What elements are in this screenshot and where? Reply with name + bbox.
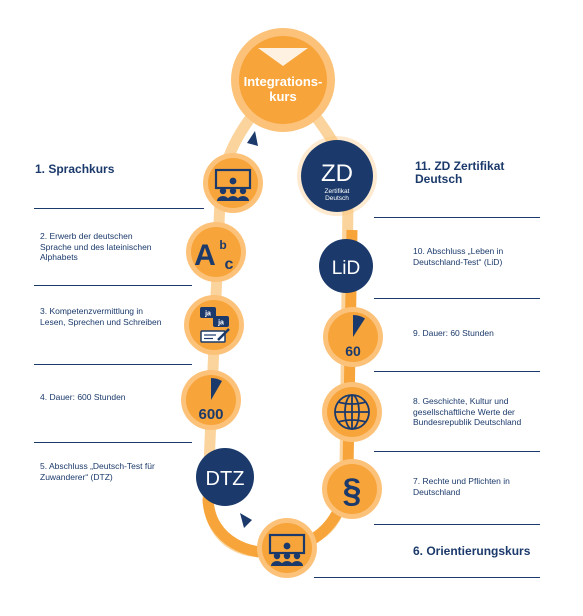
speech-bubbles-icon: ja ja: [200, 307, 230, 343]
separator: [34, 208, 204, 209]
step-label-4: 4. Dauer: 600 Stunden: [40, 392, 126, 402]
arrow-up-icon: [247, 131, 258, 146]
node-sprachkurs: [203, 153, 263, 213]
svg-text:ja: ja: [204, 311, 211, 318]
svg-text:Zertifikat: Zertifikat: [325, 188, 350, 195]
node-alphabet: A b c: [186, 222, 246, 282]
svg-text:600: 600: [198, 406, 223, 423]
classroom-icon: [214, 168, 252, 201]
arrow-down-icon: [240, 513, 252, 528]
svg-text:ja: ja: [217, 320, 224, 327]
step-label-9: 9. Dauer: 60 Stunden: [413, 328, 494, 338]
clock-pie-icon: 60: [345, 314, 365, 359]
svg-text:A: A: [194, 239, 216, 272]
svg-text:Deutsch: Deutsch: [325, 195, 349, 202]
node-dtz: DTZ: [196, 448, 254, 506]
step-label-5: 5. Abschluss „Deutsch-Test für Zuwandere…: [40, 461, 155, 482]
separator: [314, 577, 540, 578]
svg-text:c: c: [225, 256, 234, 273]
step-label-2: 2. Erwerb der deutschen Sprache und des …: [40, 231, 152, 262]
globe-icon: [334, 394, 370, 430]
node-zd: ZD Zertifikat Deutsch: [297, 136, 377, 216]
separator: [374, 217, 540, 218]
separator: [374, 371, 540, 372]
separator: [374, 451, 540, 452]
clock-pie-icon: 600: [198, 378, 224, 423]
separator: [34, 364, 192, 365]
node-rights: §: [322, 459, 382, 519]
node-orientierungskurs: [257, 518, 317, 578]
node-lid: LiD: [319, 239, 373, 293]
alphabet-icon: A b c: [194, 238, 233, 273]
lid-badge: LiD: [332, 258, 361, 279]
hero-line1: Integrations-: [244, 74, 323, 89]
step-label-8: 8. Geschichte, Kultur und gesellschaftli…: [413, 396, 522, 427]
hero-integrationskurs: Integrations- kurs: [231, 28, 335, 132]
svg-text:b: b: [219, 238, 226, 252]
dtz-badge: DTZ: [206, 468, 245, 490]
step-label-10: 10. Abschluss „Leben in Deutschland-Test…: [413, 246, 504, 267]
hero-line2: kurs: [269, 89, 296, 104]
step-label-11: 11. ZD Zertifikat Deutsch: [415, 159, 505, 186]
separator: [374, 524, 540, 525]
separator: [374, 298, 540, 299]
step-label-3: 3. Kompetenzvermittlung in Lesen, Sprech…: [40, 306, 162, 327]
step-label-1: 1. Sprachkurs: [35, 162, 115, 176]
node-600-hours: 600: [181, 370, 241, 430]
step-label-6: 6. Orientierungskurs: [413, 544, 531, 558]
chevron-down-icon: [258, 48, 308, 66]
node-60-hours: 60: [323, 307, 383, 367]
zd-badge: ZD: [321, 160, 353, 187]
svg-text:60: 60: [345, 343, 361, 359]
node-competence: ja ja: [184, 295, 244, 355]
classroom-icon: [268, 533, 306, 566]
step-label-7: 7. Rechte und Pflichten in Deutschland: [413, 476, 510, 497]
separator: [34, 285, 192, 286]
paragraph-icon: §: [343, 472, 362, 510]
node-history: [322, 382, 382, 442]
separator: [34, 442, 192, 443]
